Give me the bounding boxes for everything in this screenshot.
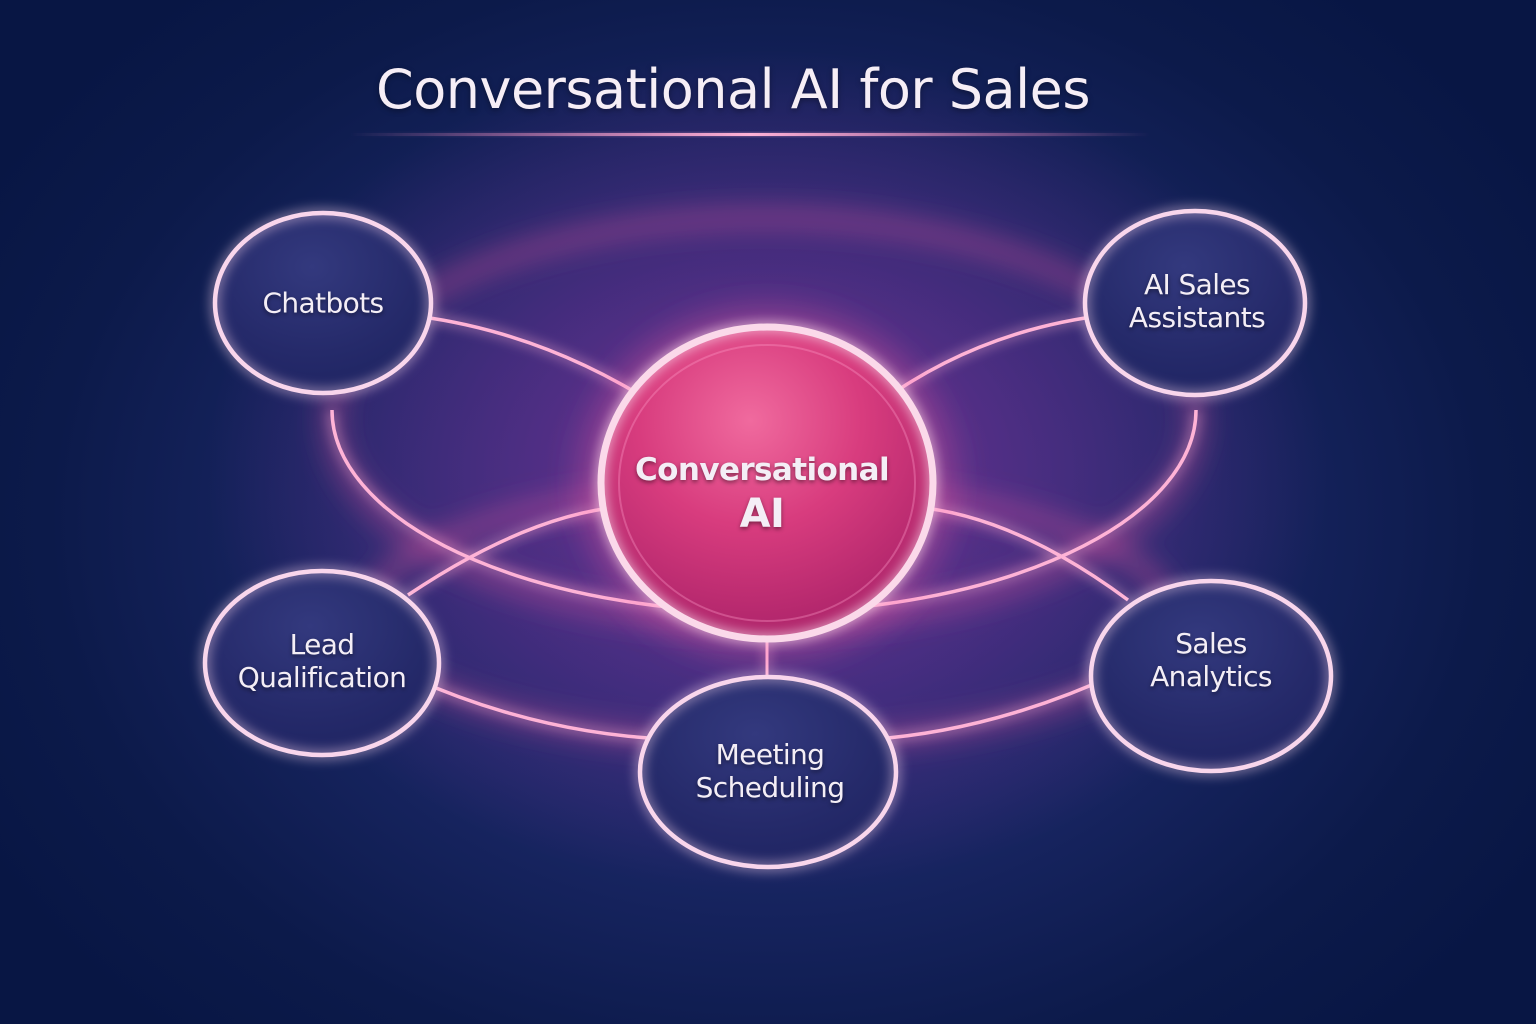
sales-analytics-node-graphic bbox=[1088, 578, 1334, 774]
center-node-line1: Conversational bbox=[635, 452, 890, 489]
node-chatbots-label: Chatbots bbox=[262, 286, 384, 320]
node-meeting-scheduling-label: Meeting Scheduling bbox=[696, 738, 845, 804]
page-title: Conversational AI for Sales bbox=[376, 58, 1090, 121]
node-meeting-scheduling-line1: Meeting bbox=[715, 737, 825, 771]
meeting-scheduling-node-graphic bbox=[637, 674, 899, 870]
title-underline bbox=[350, 133, 1150, 136]
node-sales-analytics-line2: Analytics bbox=[1150, 660, 1272, 693]
node-sales-analytics-label: Sales Analytics bbox=[1150, 627, 1272, 693]
center-node-graphic bbox=[577, 303, 957, 663]
center-node-line2: AI bbox=[739, 490, 785, 537]
chatbots-node-graphic bbox=[212, 210, 434, 396]
ai-sales-assistants-node-graphic bbox=[1082, 208, 1308, 398]
node-ai-sales-assistants-line2: Assistants bbox=[1128, 301, 1266, 334]
node-ai-sales-assistants-label: AI Sales Assistants bbox=[1128, 267, 1266, 334]
node-lead-qualification-line1: Lead bbox=[289, 627, 355, 661]
node-meeting-scheduling-line2: Scheduling bbox=[695, 771, 845, 804]
satellite-nodes-graphic bbox=[202, 208, 1334, 870]
node-sales-analytics-line1: Sales bbox=[1175, 626, 1247, 660]
node-lead-qualification-line2: Qualification bbox=[237, 661, 407, 694]
lead-qualification-node-graphic bbox=[202, 568, 442, 758]
center-node-label: Conversational AI bbox=[635, 452, 890, 538]
node-chatbots-line1: Chatbots bbox=[262, 286, 384, 320]
node-ai-sales-assistants-line1: AI Sales bbox=[1143, 267, 1251, 301]
node-lead-qualification-label: Lead Qualification bbox=[238, 628, 407, 694]
